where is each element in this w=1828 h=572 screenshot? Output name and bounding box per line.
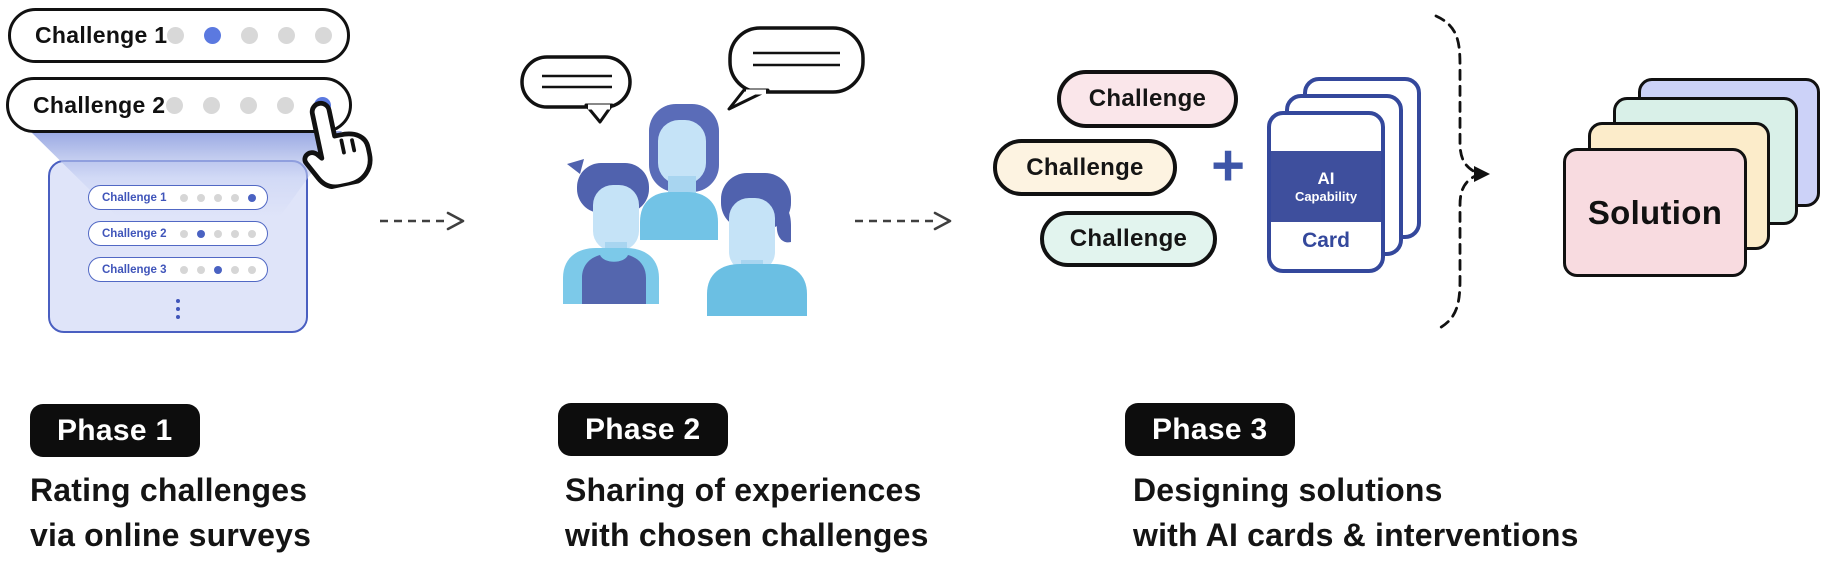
challenge-card-pink: Challenge bbox=[1057, 70, 1238, 128]
panel-pill-challenge-3: Challenge 3 bbox=[88, 257, 268, 282]
survey-results-list: Challenge 1 Challenge 2 Challenge 3 bbox=[48, 185, 308, 319]
rating-dot[interactable] bbox=[204, 27, 222, 44]
phase-3-caption: Designing solutions with AI cards & inte… bbox=[1133, 468, 1579, 558]
rating-dot[interactable] bbox=[214, 265, 222, 274]
caption-line: via online surveys bbox=[30, 517, 312, 553]
panel-pill-challenge-1: Challenge 1 bbox=[88, 185, 268, 210]
rating-dot[interactable] bbox=[231, 193, 239, 202]
challenge-card-mint: Challenge bbox=[1040, 211, 1217, 267]
rating-dot[interactable] bbox=[197, 229, 205, 238]
challenge-card-cream: Challenge bbox=[993, 139, 1177, 196]
rating-dot[interactable] bbox=[197, 193, 205, 202]
speech-bubble-icon bbox=[727, 26, 865, 111]
phase-1-caption: Rating challenges via online surveys bbox=[30, 468, 311, 558]
challenge-label: Challenge 1 bbox=[35, 22, 168, 48]
caption-line: Rating challenges bbox=[30, 472, 308, 508]
dashed-arrow-icon bbox=[855, 211, 952, 231]
survey-pill-challenge-1: Challenge 1 bbox=[8, 8, 350, 63]
rating-dot[interactable] bbox=[197, 265, 205, 274]
rating-dot[interactable] bbox=[180, 193, 188, 202]
rating-dot[interactable] bbox=[248, 193, 256, 202]
rating-dot[interactable] bbox=[167, 27, 185, 44]
solution-label: Solution bbox=[1587, 193, 1723, 231]
rating-dot[interactable] bbox=[241, 27, 259, 44]
person-woman bbox=[640, 104, 719, 240]
solution-card-front: Solution bbox=[1563, 148, 1747, 277]
survey-pill-challenge-2: Challenge 2 bbox=[6, 77, 352, 133]
speech-bubble-icon bbox=[520, 55, 632, 124]
rating-dot[interactable] bbox=[277, 96, 294, 114]
challenge-label: Challenge 2 bbox=[33, 91, 166, 118]
challenge-label: Challenge 2 bbox=[102, 227, 167, 240]
dashed-arrow-icon bbox=[380, 211, 465, 231]
rating-dots[interactable] bbox=[180, 229, 256, 238]
person-man-left bbox=[563, 159, 659, 304]
phase-2-caption: Sharing of experiences with chosen chall… bbox=[565, 468, 929, 558]
ai-card-subtitle: Capability bbox=[1294, 188, 1358, 204]
rating-dots[interactable] bbox=[180, 193, 256, 202]
caption-line: Sharing of experiences bbox=[565, 472, 922, 508]
rating-dot[interactable] bbox=[240, 96, 257, 114]
panel-pill-challenge-2: Challenge 2 bbox=[88, 221, 268, 246]
rating-dot[interactable] bbox=[231, 229, 239, 238]
cursor-hand-icon bbox=[302, 100, 373, 190]
rating-dots[interactable] bbox=[167, 27, 333, 44]
challenge-label: Challenge 1 bbox=[102, 191, 167, 204]
caption-line: Designing solutions bbox=[1133, 472, 1443, 508]
challenge-label: Challenge bbox=[1088, 85, 1207, 112]
phase-2-badge: Phase 2 bbox=[558, 403, 728, 456]
ai-card-band: AI Capability bbox=[1271, 151, 1381, 222]
rating-dot[interactable] bbox=[231, 265, 239, 274]
phase-1-badge: Phase 1 bbox=[30, 404, 200, 457]
person-man-right bbox=[707, 173, 807, 316]
rating-dot[interactable] bbox=[278, 27, 296, 44]
ai-card-title: AI bbox=[1317, 168, 1335, 188]
phase-3-badge: Phase 3 bbox=[1125, 403, 1295, 456]
more-items-ellipsis-icon bbox=[176, 299, 180, 319]
caption-line: with chosen challenges bbox=[565, 517, 929, 553]
rating-dot[interactable] bbox=[248, 265, 256, 274]
rating-dot[interactable] bbox=[248, 229, 256, 238]
rating-dots[interactable] bbox=[166, 96, 331, 114]
rating-dot[interactable] bbox=[166, 96, 183, 114]
rating-dot[interactable] bbox=[203, 96, 220, 114]
people-illustration bbox=[520, 26, 865, 316]
rating-dot[interactable] bbox=[214, 193, 222, 202]
ai-card-word: Card bbox=[1302, 229, 1350, 252]
challenge-label: Challenge 3 bbox=[102, 263, 167, 276]
rating-dot[interactable] bbox=[214, 229, 222, 238]
caption-line: with AI cards & interventions bbox=[1133, 517, 1579, 553]
rating-dot[interactable] bbox=[180, 265, 188, 274]
plus-icon: + bbox=[1211, 133, 1245, 198]
rating-dot[interactable] bbox=[315, 27, 333, 44]
ai-card-front: AI Capability Card bbox=[1267, 111, 1385, 273]
rating-dot[interactable] bbox=[180, 229, 188, 238]
dashed-brace-icon bbox=[1434, 14, 1490, 332]
rating-dots[interactable] bbox=[180, 265, 256, 274]
challenge-label: Challenge bbox=[1069, 225, 1188, 252]
challenge-label: Challenge bbox=[1026, 153, 1144, 181]
